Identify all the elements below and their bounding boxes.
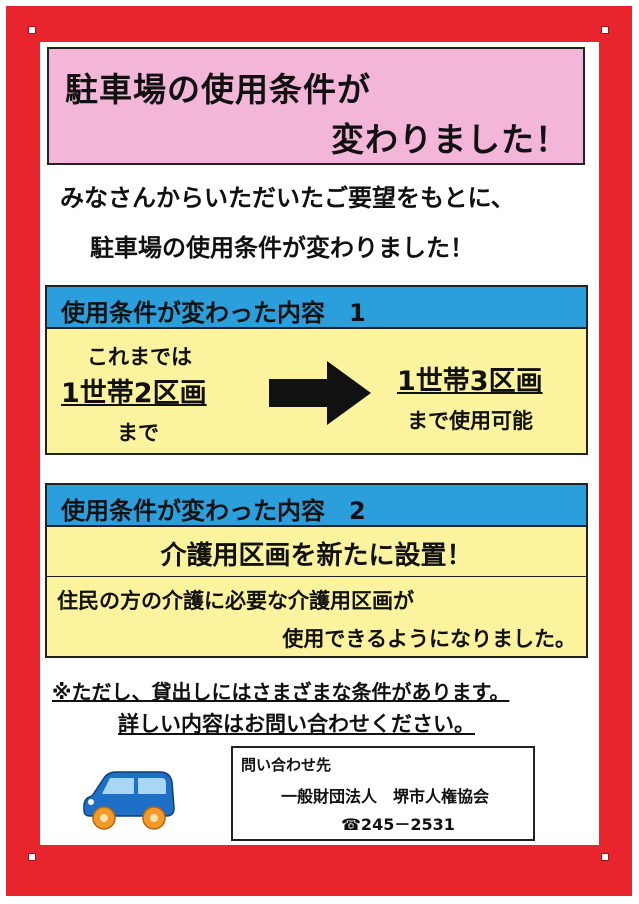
corner-mark <box>601 853 609 861</box>
section-2-line-1: 住民の方の介護に必要な介護用区画が <box>57 589 414 613</box>
section-1-heading: 使用条件が変わった内容 1 <box>47 287 586 329</box>
title-box: 駐車場の使用条件が 変わりました！ <box>47 47 585 165</box>
section-2-number: 2 <box>349 497 366 525</box>
before-suffix: まで <box>117 421 159 445</box>
before-value: 1世帯2区画 <box>61 378 207 409</box>
after-value: 1世帯3区画 <box>397 366 543 397</box>
section-2-heading: 使用条件が変わった内容 2 <box>47 485 586 527</box>
contact-organization: 一般財団法人 堺市人権協会 <box>281 787 490 806</box>
contact-box: 問い合わせ先 一般財団法人 堺市人権協会 ☎245－2531 <box>231 746 535 841</box>
before-label: これまでは <box>87 345 192 369</box>
corner-mark <box>28 853 36 861</box>
intro-line-2: 駐車場の使用条件が変わりました！ <box>90 234 474 262</box>
contact-heading: 問い合わせ先 <box>241 756 332 774</box>
section-2-line-2: 使用できるようになりました。 <box>282 627 576 651</box>
section-1-body: これまでは 1世帯2区画 まで 1世帯3区画 まで使用可能 <box>47 329 586 453</box>
title-line-2: 変わりました！ <box>331 120 569 159</box>
corner-mark <box>28 26 36 34</box>
section-1-heading-text: 使用条件が変わった内容 <box>61 299 325 327</box>
car-icon <box>83 771 175 830</box>
intro-line-1: みなさんからいただいたご要望をもとに、 <box>60 184 515 212</box>
contact-phone: ☎245－2531 <box>341 815 455 834</box>
note-line-2: 詳しい内容はお問い合わせください。 <box>118 712 475 736</box>
section-2-subheading: 介護用区画を新たに設置！ <box>47 527 586 577</box>
section-2-heading-text: 使用条件が変わった内容 <box>61 497 325 525</box>
section-2: 使用条件が変わった内容 2 介護用区画を新たに設置！ 住民の方の介護に必要な介護用… <box>45 483 588 658</box>
section-1-number: 1 <box>349 299 366 327</box>
note-line-1: ※ただし、貸出しにはさまざまな条件があります。 <box>52 680 510 704</box>
corner-mark <box>601 26 609 34</box>
title-line-1: 駐車場の使用条件が <box>65 70 371 109</box>
right-arrow-icon <box>269 361 371 425</box>
section-2-body: 介護用区画を新たに設置！ 住民の方の介護に必要な介護用区画が 使用できるようにな… <box>47 527 586 656</box>
section-1: 使用条件が変わった内容 1 これまでは 1世帯2区画 まで 1世帯3区画 まで使用… <box>45 285 588 455</box>
after-suffix: まで使用可能 <box>407 409 533 433</box>
